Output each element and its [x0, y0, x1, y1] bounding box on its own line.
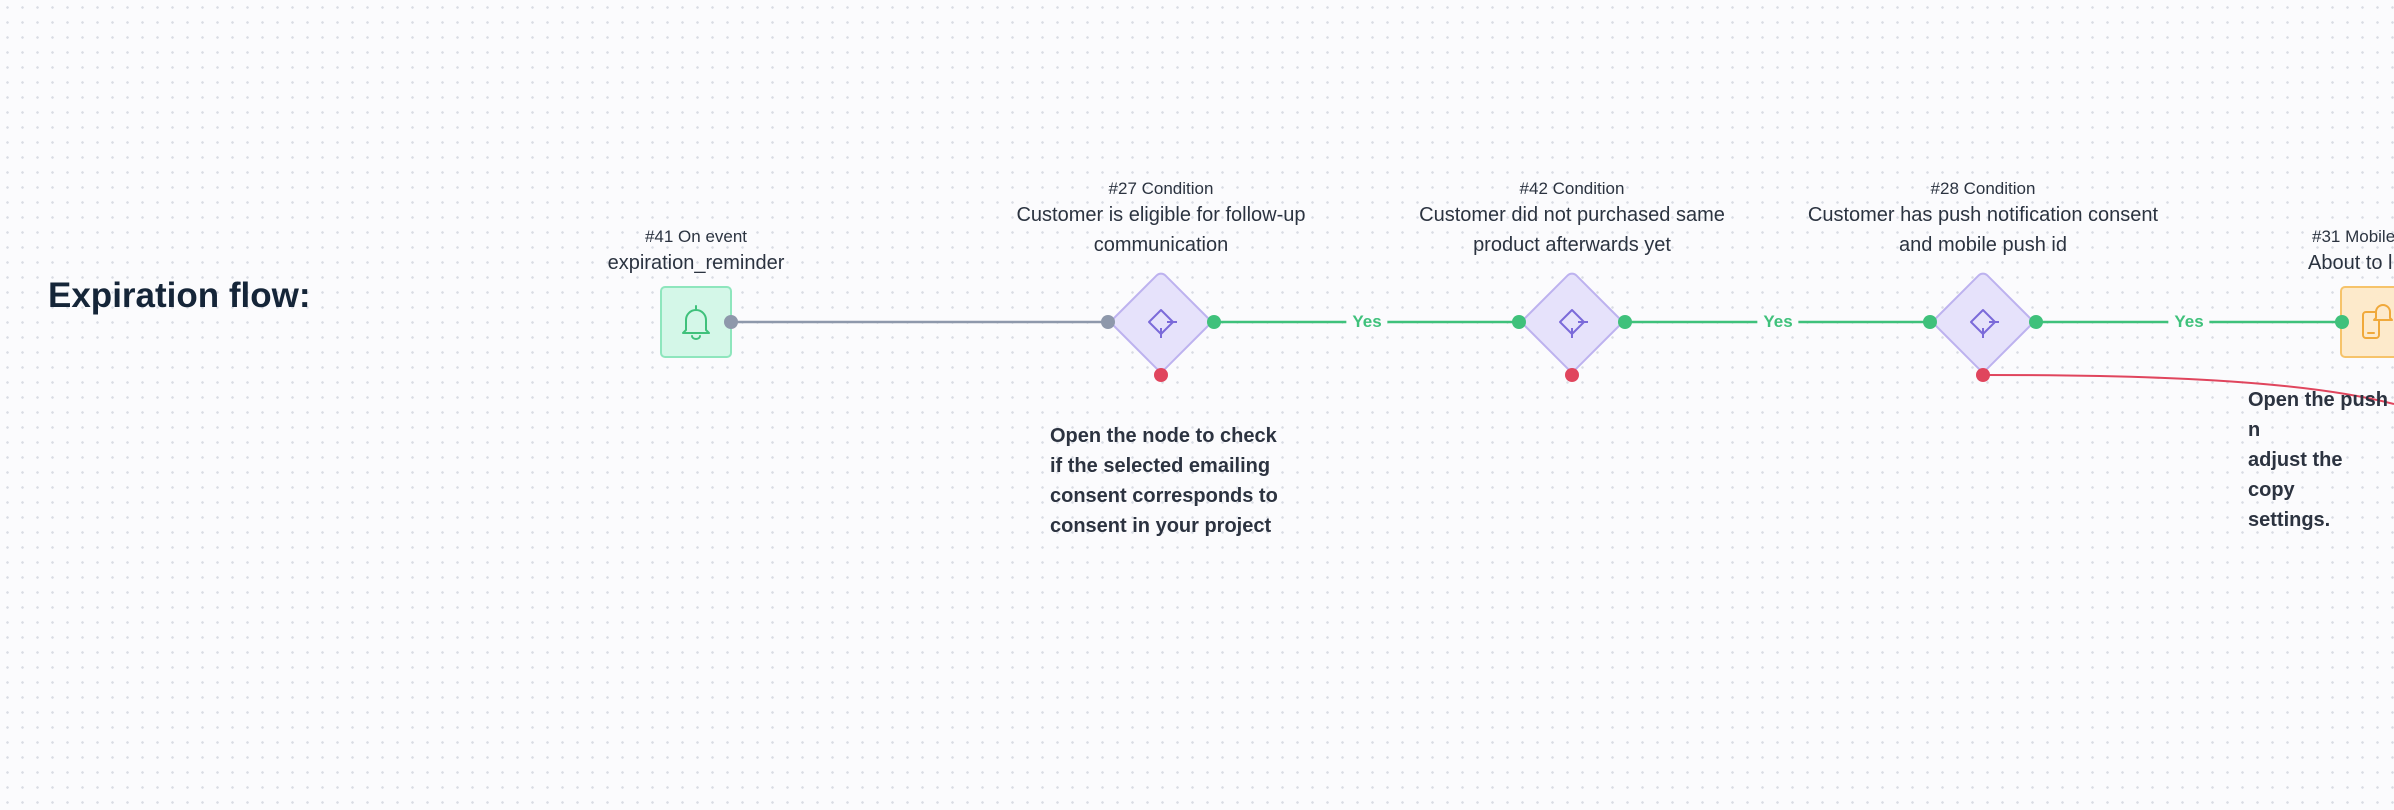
mobile31-node-id: #31 Mobile: [2312, 227, 2394, 246]
mobile31-input-port[interactable]: [2335, 315, 2349, 329]
bell-icon: [682, 305, 710, 340]
condition27-node-name-line2: communication: [1093, 234, 1229, 256]
condition28-node-header: #28 Condition Customer has push notifica…: [1783, 178, 2183, 260]
condition28-input-port[interactable]: [1923, 315, 1937, 329]
condition28-node-name-line1: Customer has push notification consent: [1807, 204, 2159, 226]
flow-title: Expiration flow:: [48, 276, 311, 315]
yes-label-edge-27-42: Yes: [1346, 312, 1388, 332]
condition27-node-name-line1: Customer is eligible for follow-up: [1016, 204, 1306, 226]
event-node-header: #41 On event expiration_reminder: [546, 226, 846, 278]
condition28-node-name-line2: and mobile push id: [1899, 234, 2067, 256]
condition42-node-header: #42 Condition Customer did not purchased…: [1372, 178, 1772, 260]
condition28-no-port[interactable]: [1976, 368, 1990, 382]
condition27-node-header: #27 Condition Customer is eligible for f…: [961, 178, 1361, 260]
condition27-yes-port[interactable]: [1207, 315, 1221, 329]
event-node-name: expiration_reminder: [607, 252, 785, 274]
condition28-node-id: #28 Condition: [1930, 179, 2036, 198]
condition42-node-name-line1: Customer did not purchased same: [1419, 204, 1725, 226]
condition42-node-name-line2: product afterwards yet: [1473, 234, 1671, 256]
condition27-no-port[interactable]: [1154, 368, 1168, 382]
condition-icon: [1559, 309, 1588, 338]
push-note: Open the push n adjust the copy settings…: [2248, 389, 2388, 531]
event-node[interactable]: [660, 286, 732, 358]
mobile-push-icon: [2362, 304, 2393, 339]
yes-label-edge-42-28: Yes: [1757, 312, 1799, 332]
edge-no-condition28[interactable]: [1982, 374, 2394, 405]
consent-note: Open the node to check if the selected e…: [1050, 425, 1278, 537]
yes-label-edge-28-31: Yes: [2168, 312, 2210, 332]
event-output-port[interactable]: [724, 315, 738, 329]
condition42-no-port[interactable]: [1565, 368, 1579, 382]
condition-icon: [1148, 309, 1177, 338]
condition42-node-id: #42 Condition: [1519, 179, 1625, 198]
condition27-input-port[interactable]: [1101, 315, 1115, 329]
mobile31-node-name: About to l: [2308, 252, 2393, 274]
mobile31-node[interactable]: [2340, 286, 2394, 358]
condition42-input-port[interactable]: [1512, 315, 1526, 329]
condition42-yes-port[interactable]: [1618, 315, 1632, 329]
condition28-yes-port[interactable]: [2029, 315, 2043, 329]
mobile31-node-header: #31 Mobile About to l: [2308, 226, 2394, 278]
condition-icon: [1970, 309, 1999, 338]
event-node-id: #41 On event: [644, 227, 748, 246]
condition27-node-id: #27 Condition: [1108, 179, 1214, 198]
